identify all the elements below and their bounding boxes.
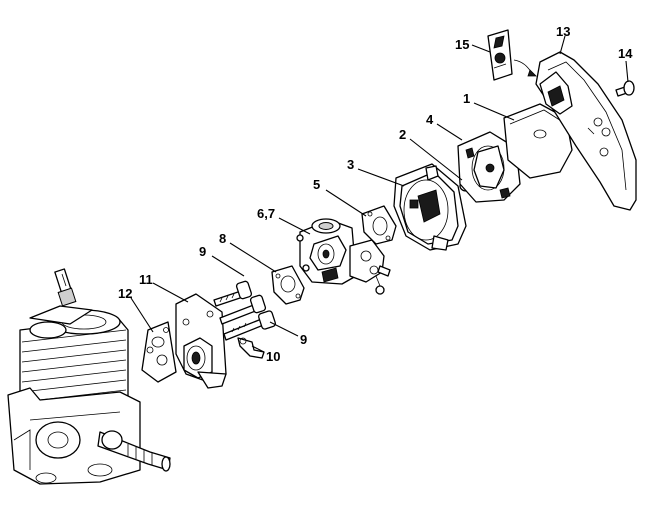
callout-9-lower: 9 [300, 332, 307, 347]
callout-1: 1 [463, 91, 470, 106]
part-5-gasket [361, 205, 397, 245]
callout-2: 2 [399, 127, 406, 142]
part-8-gasket [271, 265, 305, 305]
crankcase [7, 387, 141, 485]
callout-4: 4 [426, 112, 434, 127]
part-12-gasket [141, 321, 177, 383]
part-11-manifold [175, 293, 227, 389]
part-10-bracket [237, 337, 265, 359]
part-9-screw-upper [213, 280, 253, 307]
callouts: 1 2 3 4 5 6,7 8 9 9 10 11 12 13 14 15 [118, 24, 633, 364]
part-9-screw-middle [219, 294, 267, 325]
callout-14: 14 [618, 46, 633, 61]
callout-12: 12 [118, 286, 132, 301]
callout-6-7: 6,7 [257, 206, 275, 221]
spark-plug [54, 268, 77, 307]
callout-11: 11 [139, 272, 153, 287]
callout-8: 8 [219, 231, 226, 246]
crankshaft [97, 430, 171, 472]
callout-13: 13 [556, 24, 570, 39]
callout-9-upper: 9 [199, 244, 206, 259]
part-9-screw-lower [223, 310, 276, 341]
part-15-warning-label [487, 29, 537, 81]
callout-10: 10 [266, 349, 280, 364]
part-3-filter-base [393, 163, 467, 251]
engine-cylinder-assembly [7, 268, 171, 485]
callout-3: 3 [347, 157, 354, 172]
callout-5: 5 [313, 177, 320, 192]
part-13-filter-cover [535, 51, 637, 211]
callout-15: 15 [455, 37, 469, 52]
part-4-filter-plate [457, 131, 521, 203]
part-14-screw [615, 80, 635, 97]
leader-lines [130, 35, 629, 353]
part-1-air-filter [503, 103, 573, 179]
